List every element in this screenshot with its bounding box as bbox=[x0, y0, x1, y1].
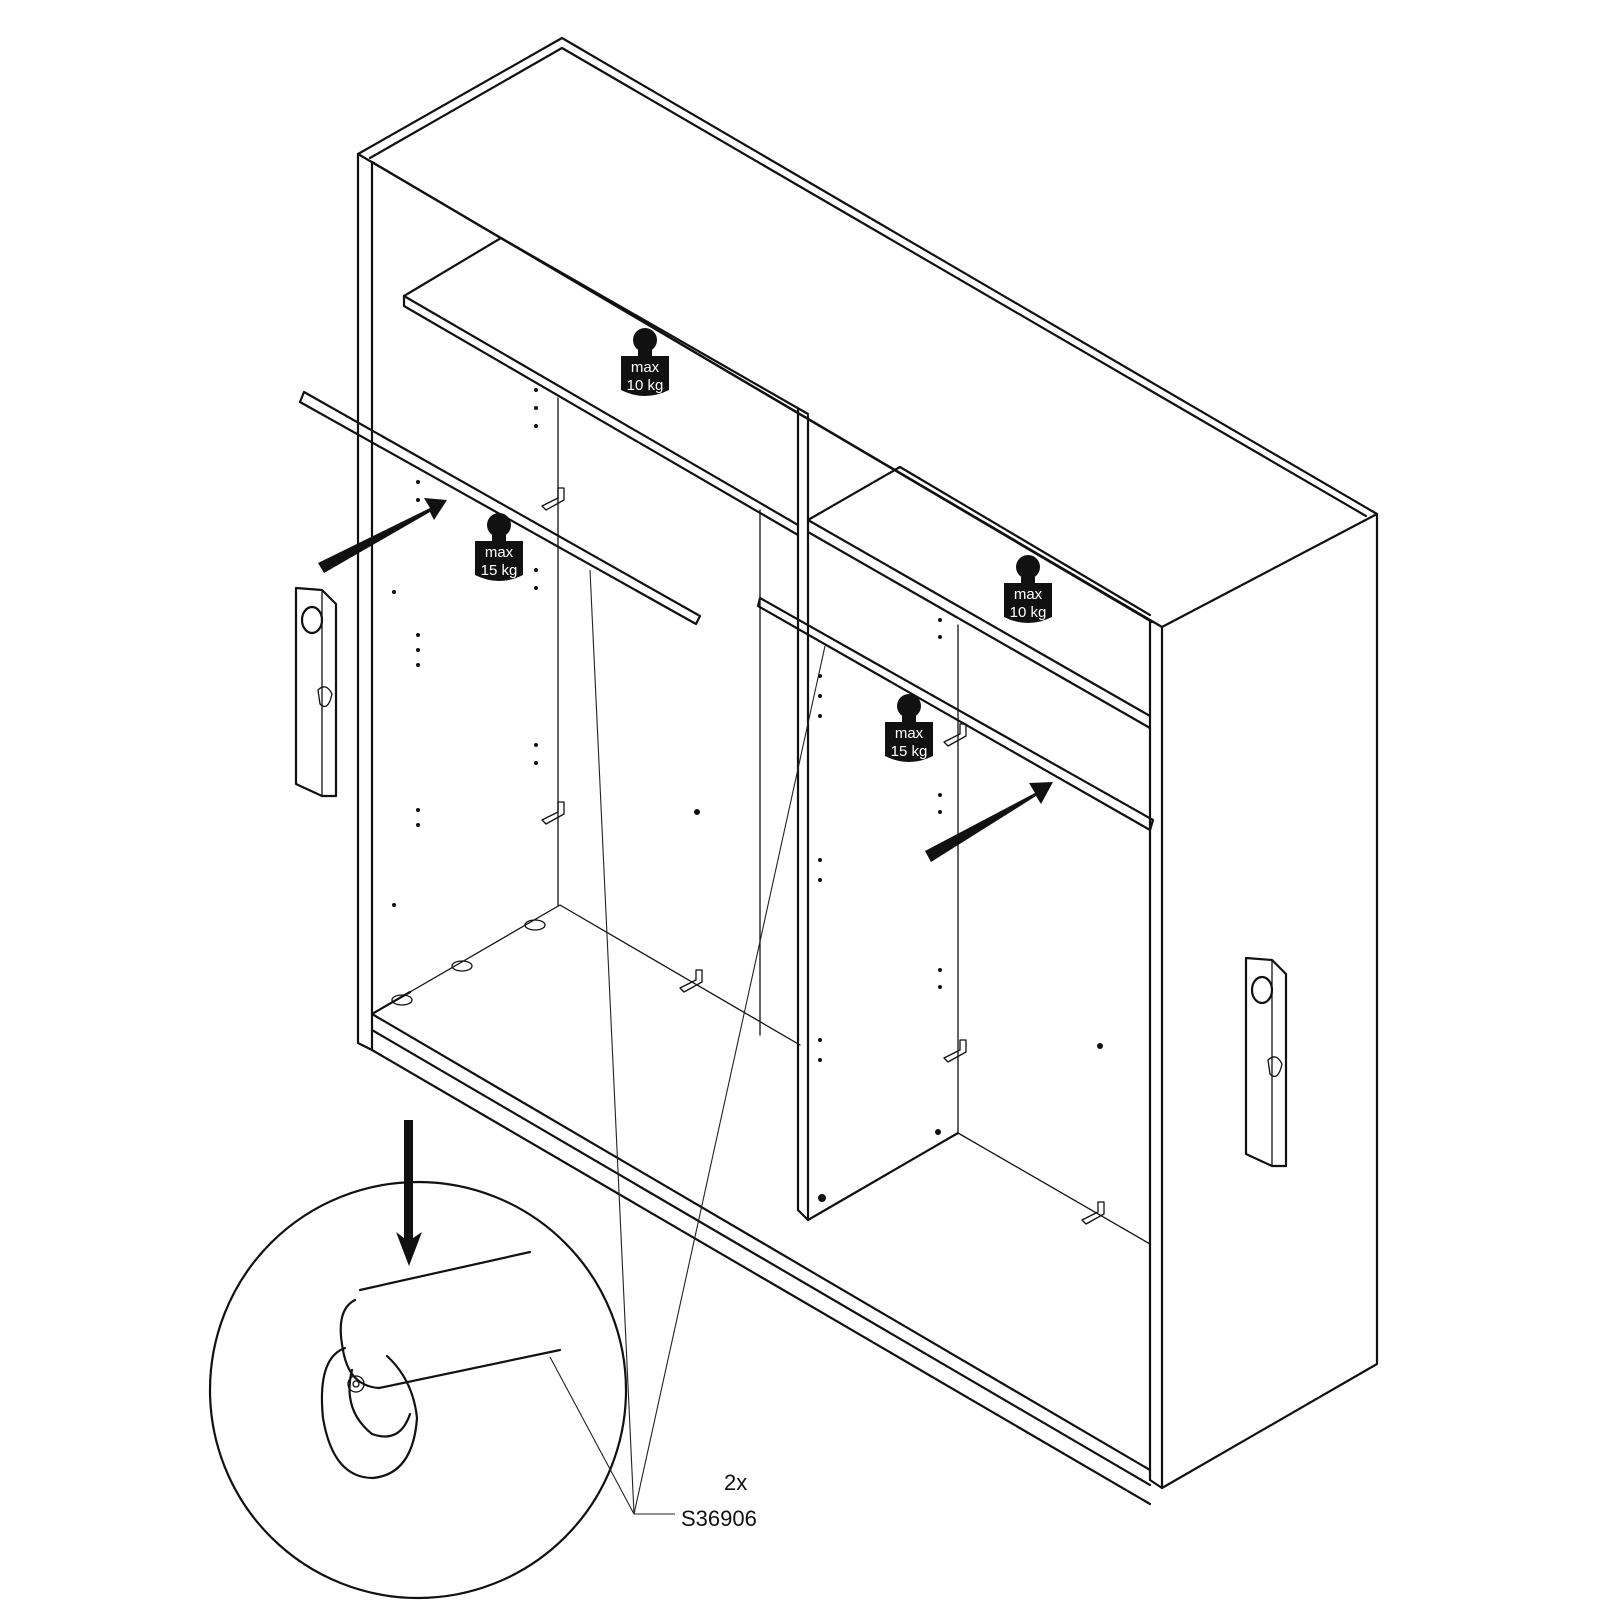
weight-label-line1: max bbox=[485, 544, 514, 561]
weight-icon: max 15 kg bbox=[475, 513, 523, 581]
weight-icon: max 10 kg bbox=[1004, 555, 1052, 623]
weight-label-line1: max bbox=[1014, 586, 1043, 603]
weight-label-line1: max bbox=[895, 725, 924, 742]
part-code: S36906 bbox=[681, 1506, 757, 1531]
part-leader-lines bbox=[549, 569, 826, 1515]
detail-callout bbox=[208, 1180, 628, 1600]
weight-label-line2: 15 kg bbox=[481, 562, 518, 579]
weight-label-line1: max bbox=[631, 359, 660, 376]
arrow-icon bbox=[396, 1120, 422, 1266]
arrow-icon bbox=[318, 498, 447, 573]
weight-label-line2: 15 kg bbox=[891, 743, 928, 760]
weight-icon: max 15 kg bbox=[885, 694, 933, 762]
wardrobe-carcass bbox=[356, 36, 1379, 1506]
part-quantity: 2x bbox=[724, 1470, 747, 1495]
drill-holes bbox=[392, 388, 1103, 1202]
left-hanging-rail bbox=[298, 390, 702, 626]
rail-bracket-icon bbox=[1244, 956, 1288, 1168]
weight-icon: max 10 kg bbox=[621, 328, 669, 396]
shelf-supports bbox=[391, 487, 1105, 1225]
weight-label-line2: 10 kg bbox=[1010, 604, 1047, 621]
right-hanging-rail bbox=[756, 596, 1155, 832]
arrow-icon bbox=[925, 782, 1053, 862]
rail-bracket-icon bbox=[294, 586, 338, 798]
weight-label-line2: 10 kg bbox=[627, 377, 664, 394]
